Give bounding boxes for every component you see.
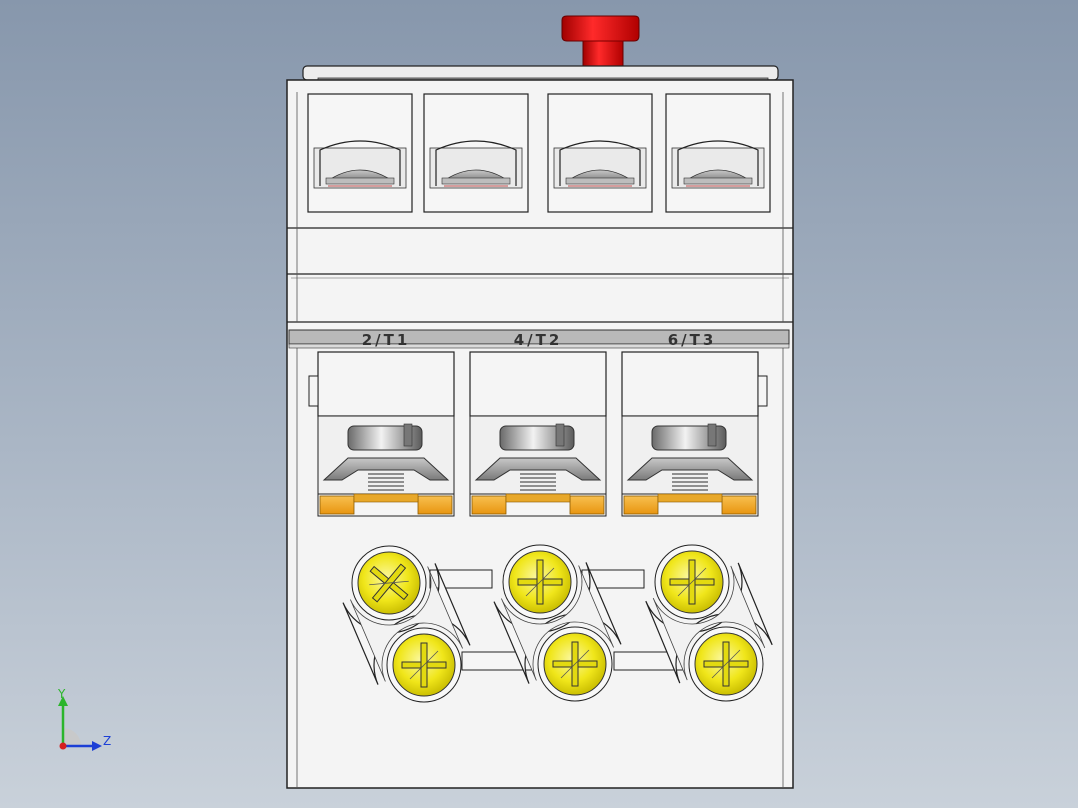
screw-link-1 — [342, 545, 471, 703]
cable-clamp-1 — [317, 351, 455, 517]
terminal-label-1: 2/T1 — [362, 331, 411, 349]
housing-tab-right — [757, 375, 768, 407]
screw-1 — [351, 545, 427, 621]
slot-arch — [435, 140, 517, 186]
slot-arch — [677, 140, 759, 186]
top-slot-3 — [547, 93, 653, 213]
clamp-base-right — [417, 495, 453, 515]
bus-bar-1 — [429, 569, 493, 589]
screw-cross — [669, 559, 715, 605]
slot-arch — [559, 140, 641, 186]
screw-6 — [688, 626, 764, 702]
cross-diag — [560, 649, 590, 679]
screw-link-2 — [493, 544, 622, 702]
y-axis-label: Y — [57, 687, 66, 701]
slot-base — [565, 177, 635, 185]
x-axis-dot — [59, 742, 67, 750]
clamp-screw-body — [347, 425, 423, 451]
cross-diag — [525, 567, 555, 597]
terminal-label-strip: 2/T1 4/T2 6/T3 — [288, 329, 790, 349]
screw-cross — [369, 563, 409, 603]
screw-cross — [703, 641, 749, 687]
slot-base — [683, 177, 753, 185]
screw-cross — [517, 559, 563, 605]
slot-base — [441, 177, 511, 185]
screw-cross — [401, 642, 447, 688]
screw-link-3 — [645, 544, 773, 702]
top-slot-2 — [423, 93, 529, 213]
clamp-screw-slot — [707, 423, 717, 447]
clamp-window — [469, 351, 607, 417]
reset-button[interactable] — [561, 15, 640, 67]
clamp-screw-body — [499, 425, 575, 451]
screw-2 — [386, 627, 462, 703]
clamp-saddle — [322, 457, 450, 481]
clamp-base-left — [623, 495, 659, 515]
top-slot-1 — [307, 93, 413, 213]
screw-terminals — [342, 544, 773, 703]
z-axis-label: Z — [103, 734, 111, 748]
top-slot-4 — [665, 93, 771, 213]
screw-4 — [537, 626, 613, 702]
top-terminal-slots — [307, 93, 771, 213]
clamp-base-center — [657, 493, 723, 503]
clamp-base-left — [319, 495, 355, 515]
link-inner — [350, 566, 463, 682]
clamp-screw-slot — [555, 423, 565, 447]
clamp-screw-slot — [403, 423, 413, 447]
slot-base — [325, 177, 395, 185]
coordinate-triad: Y Z — [57, 687, 111, 751]
terminal-label-2: 4/T2 — [514, 331, 563, 349]
clamp-saddle — [626, 457, 754, 481]
clamp-base-center — [353, 493, 419, 503]
terminal-label-3: 6/T3 — [668, 331, 717, 349]
cross-diag — [711, 649, 741, 679]
clamp-window — [317, 351, 455, 417]
link-inner — [501, 565, 614, 681]
cable-clamps — [308, 351, 768, 517]
slot-arch — [319, 140, 401, 186]
clamp-window — [621, 351, 759, 417]
cross-diag — [677, 567, 707, 597]
screw-cross — [552, 641, 598, 687]
cross-diag — [369, 580, 409, 586]
screw-3 — [502, 544, 578, 620]
clamp-base-center — [505, 493, 571, 503]
cross-diag — [409, 650, 439, 680]
clamp-base-right — [569, 495, 605, 515]
clamp-saddle — [474, 457, 602, 481]
screw-5 — [654, 544, 730, 620]
clamp-base-right — [721, 495, 757, 515]
housing-tab-left — [308, 375, 319, 407]
clamp-base-left — [471, 495, 507, 515]
clamp-screw-body — [651, 425, 727, 451]
link-inner — [652, 565, 766, 681]
cable-clamp-2 — [469, 351, 607, 517]
cable-clamp-3 — [621, 351, 759, 517]
